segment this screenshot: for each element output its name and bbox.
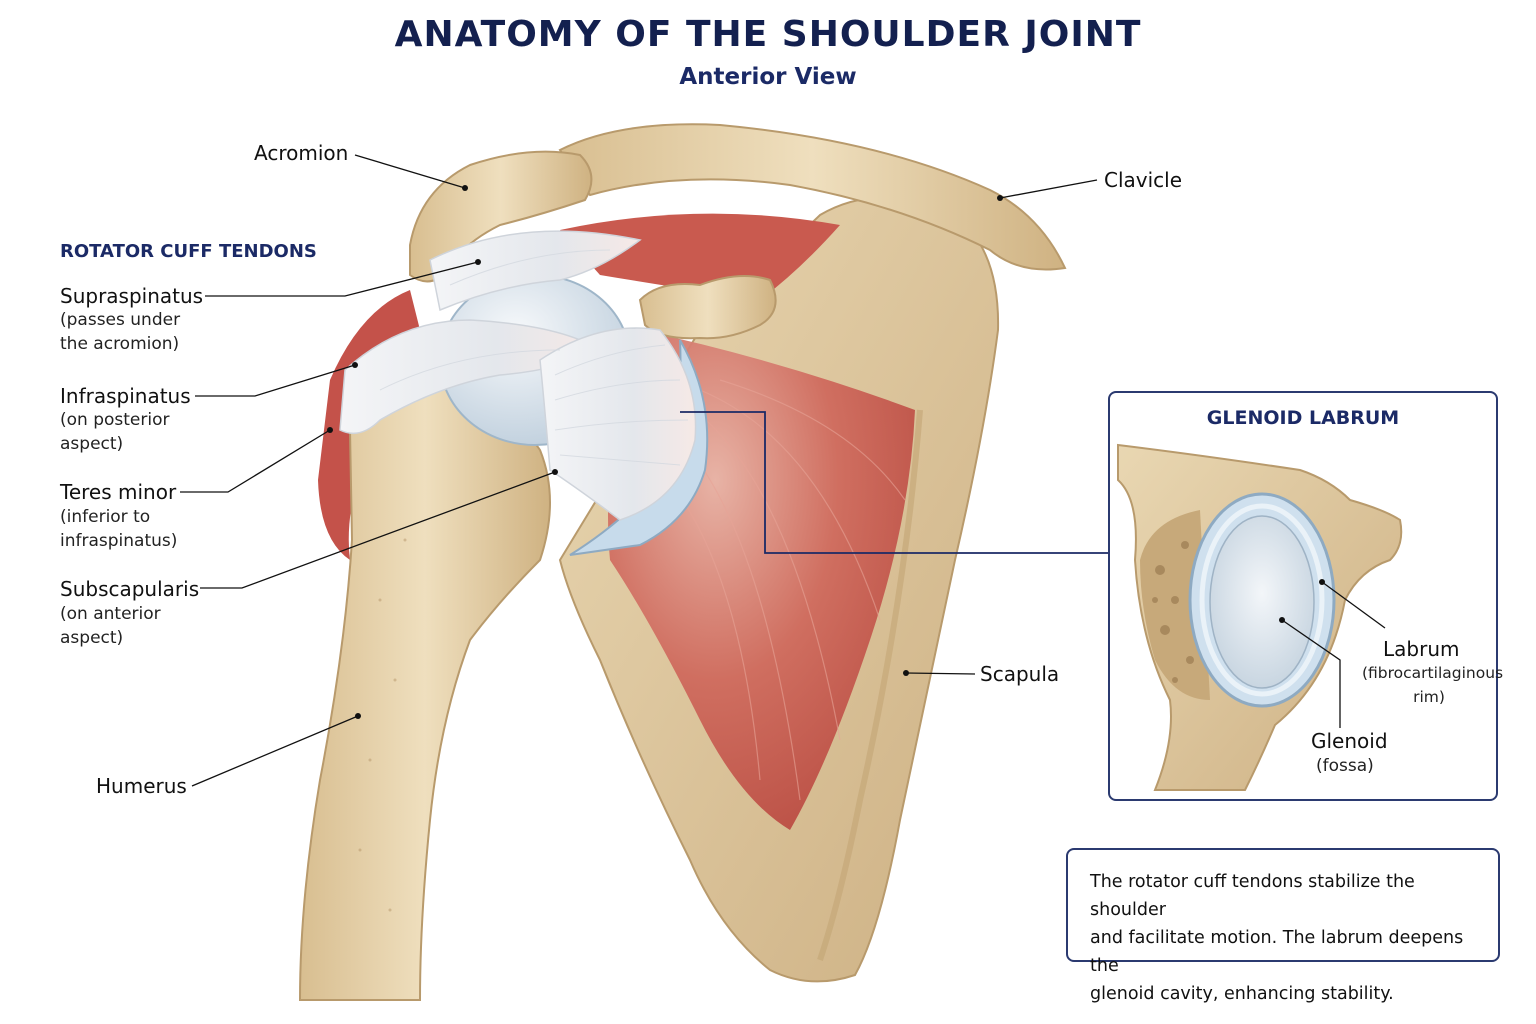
teres-minor-note-2: infraspinatus) [60, 531, 178, 551]
glenoid-inset-title: GLENOID LABRUM [1206, 407, 1400, 429]
teres-minor-leader [180, 429, 331, 493]
humerus-leader [191, 715, 359, 787]
supraspinatus-note-1: (passes under [60, 310, 181, 330]
infraspinatus-label: Infraspinatus [60, 384, 191, 408]
labrum-label: Labrum [1383, 637, 1460, 661]
labrum-note-2: rim) [1413, 688, 1445, 706]
subscapularis-leader [200, 471, 556, 589]
glenoid-inset-drawing [1117, 443, 1403, 791]
teres-minor-label: Teres minor [60, 480, 177, 504]
glenoid-inset-box [1108, 391, 1498, 801]
infraspinatus-leader [195, 364, 356, 397]
supraspinatus-note-2: the acromion) [60, 334, 180, 354]
infraspinatus-note-1: (on posterior [60, 410, 170, 430]
humerus-label: Humerus [96, 774, 187, 798]
glenoid-label: Glenoid [1311, 729, 1388, 753]
labrum-leader [1321, 581, 1386, 629]
supraspinatus-label: Supraspinatus [60, 284, 204, 308]
glenoid-leader [1281, 619, 1341, 728]
acromion-leader [354, 154, 466, 189]
glenoid-note: (fossa) [1316, 756, 1374, 776]
summary-line-2: and facilitate motion. The labrum deepen… [1090, 928, 1464, 976]
clavicle-leader [999, 179, 1098, 199]
coracoid-process [638, 275, 777, 340]
summary-line-1: The rotator cuff tendons stabilize the s… [1090, 872, 1415, 920]
page-subtitle: Anterior View [679, 64, 857, 90]
supraspinatus-leader [205, 261, 479, 297]
teres-minor-note-1: (inferior to [60, 507, 151, 527]
scapula-leader [905, 672, 976, 675]
subscapularis-label: Subscapularis [60, 577, 200, 601]
infraspinatus-note-2: aspect) [60, 434, 124, 454]
inset-connector [680, 411, 1108, 554]
subscapularis-note-2: aspect) [60, 628, 124, 648]
clavicle-bone [558, 123, 1067, 271]
summary-line-3: glenoid cavity, enhancing stability. [1090, 984, 1394, 1004]
supraspinatus-muscle [560, 213, 840, 300]
subscapularis-tendon [539, 327, 697, 521]
acromion-label: Acromion [254, 141, 349, 165]
page-title: ANATOMY OF THE SHOULDER JOINT [394, 14, 1142, 55]
rotator-cuff-heading: ROTATOR CUFF TENDONS [60, 241, 317, 262]
clavicle-label: Clavicle [1104, 168, 1183, 192]
summary-note: The rotator cuff tendons stabilize the s… [1066, 848, 1500, 1004]
scapula-label: Scapula [980, 662, 1060, 686]
subscapularis-note-1: (on anterior [60, 604, 161, 624]
labrum-note-1: (fibrocartilaginous [1362, 664, 1504, 682]
